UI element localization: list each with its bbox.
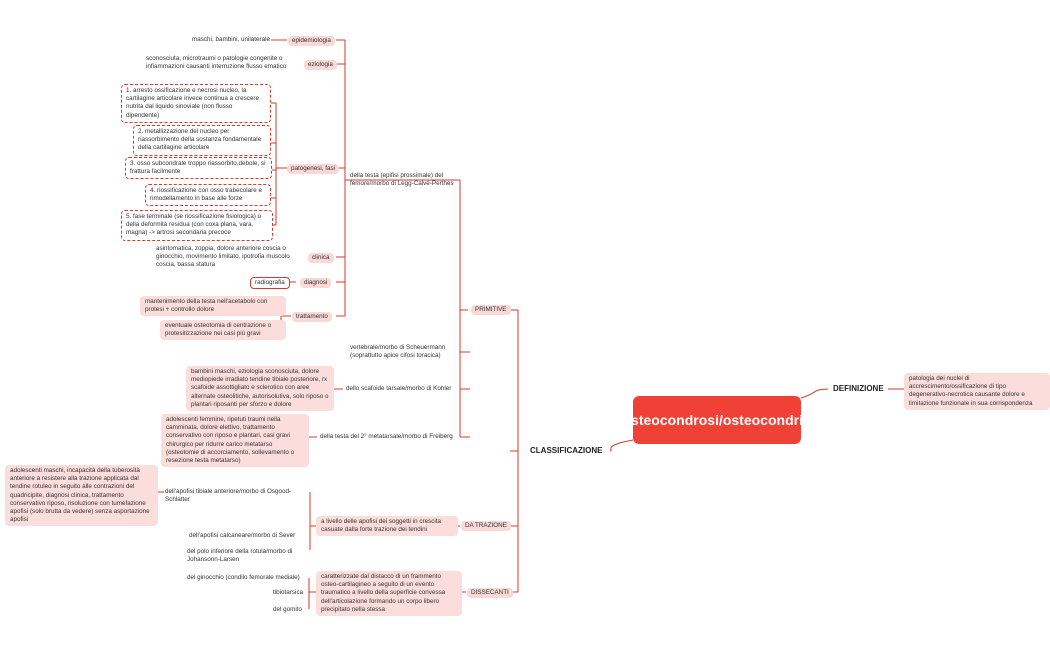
radiografia-node[interactable]: radiografia [250, 277, 290, 290]
clinica-text[interactable]: asintomatica, zoppia, dolore anteriore c… [156, 245, 290, 269]
kohler-node[interactable]: dello scafoide tarsale/morbo di Kohler [346, 385, 452, 392]
freiberg-text[interactable]: adolescenti femmine, ripetuti traumi nel… [161, 414, 309, 468]
primitive-node[interactable]: PRIMITIVE [471, 305, 511, 316]
sever-node[interactable]: dell'apofisi calcaneare/morbo di Sever [189, 532, 296, 539]
trattamento-item-2[interactable]: eventuale osteotomia di centrazione o pr… [160, 320, 286, 341]
fase-4[interactable]: 4. riossificazione con osso trabecolare … [145, 184, 271, 207]
perthes-node[interactable]: della testa (epifisi prossimale) del fem… [350, 172, 454, 188]
dissecanti-desc[interactable]: caratterizzate dal distacco di un framme… [316, 571, 462, 617]
fase-5[interactable]: 5. fase terminale (se riossificazione fi… [121, 210, 273, 241]
diagnosi-node[interactable]: diagnosi [300, 278, 332, 289]
dissecanti-tibiotarsica[interactable]: tibiotarsica [273, 589, 304, 596]
osgood-text[interactable]: adolescenti maschi, incapacità della tub… [5, 465, 158, 527]
definizione-node[interactable]: DEFINIZIONE [833, 384, 884, 393]
dissecanti-gomito[interactable]: del gomito [273, 606, 303, 613]
definizione-text[interactable]: patologia dei nuclei di accrescimento/os… [904, 373, 1050, 410]
epidemiologia-text[interactable]: maschi, bambini, unilaterale [192, 36, 271, 43]
trattamento-node[interactable]: trattamento [292, 312, 332, 323]
osgood-node[interactable]: dell'apofisi tibiale anteriore/morbo di … [165, 488, 292, 504]
eziologia-node[interactable]: eziologia [304, 60, 337, 71]
fase-2[interactable]: 2. metallizzazione del nucleo per riasso… [133, 125, 271, 156]
scheuermann-node[interactable]: vertebrale/morbo di Scheuermann (sopratt… [350, 344, 446, 360]
epidemiologia-node[interactable]: epidemiologia [288, 36, 335, 47]
trattamento-item-1[interactable]: mantenimento della testa nell'acetabolo … [140, 296, 286, 317]
patogenesi-node[interactable]: patogenesi, fasi [287, 164, 340, 175]
dissecanti-node[interactable]: DISSECANTI [467, 588, 513, 599]
johansson-node[interactable]: del polo inferiore della rotula/morbo di… [187, 548, 293, 564]
kohler-text[interactable]: bambini maschi, eziologia sconosciuta, d… [186, 366, 334, 412]
fase-1[interactable]: 1. arresto ossificazione e necrosi nucle… [121, 84, 271, 123]
freiberg-node[interactable]: della testa del 2° metatarsale/morbo di … [320, 433, 453, 440]
clinica-node[interactable]: clinica [308, 253, 334, 264]
eziologia-text[interactable]: sconosciuta, microtraumi o patologie con… [146, 55, 287, 71]
dissecanti-ginocchio[interactable]: del ginocchio (condilo femorale mediale) [187, 574, 300, 581]
root-topic[interactable]: osteocondrosi/osteocondriti [623, 396, 812, 444]
classificazione-node[interactable]: CLASSIFICAZIONE [530, 446, 603, 455]
fase-3[interactable]: 3. osso subcondrale troppo riassorbito,d… [125, 157, 272, 180]
trazione-node[interactable]: DA TRAZIONE [461, 521, 511, 532]
trazione-desc[interactable]: a livello delle apofisi dei soggetti in … [316, 516, 458, 537]
